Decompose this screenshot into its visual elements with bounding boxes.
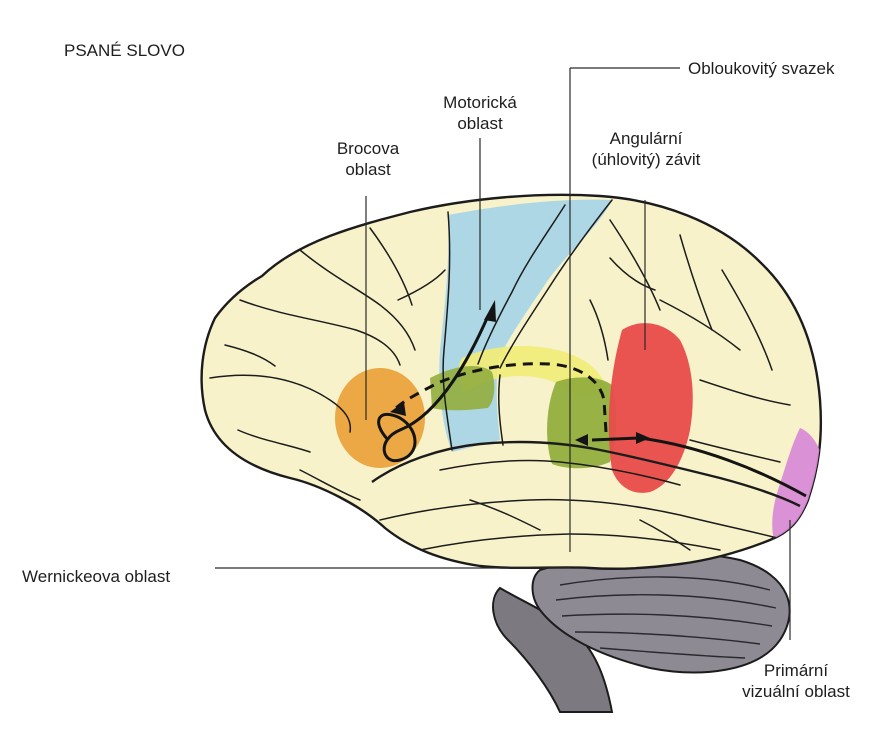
label-visual-area: Primární vizuální oblast bbox=[722, 660, 870, 702]
label-broca-area: Brocova oblast bbox=[318, 138, 418, 180]
label-motor-area: Motorická oblast bbox=[420, 92, 540, 134]
label-angular-line1: Angulární bbox=[578, 128, 714, 149]
angular-to-wernicke-arrow bbox=[592, 438, 640, 440]
label-wernicke-area: Wernickeova oblast bbox=[22, 566, 170, 587]
label-visual-line2: vizuální oblast bbox=[722, 681, 870, 702]
label-angular-line2: (úhlovitý) závit bbox=[578, 149, 714, 170]
label-arcuate-bundle: Obloukovitý svazek bbox=[688, 58, 834, 79]
label-visual-line1: Primární bbox=[722, 660, 870, 681]
label-motor-line2: oblast bbox=[420, 113, 540, 134]
label-broca-line1: Brocova bbox=[318, 138, 418, 159]
label-motor-line1: Motorická bbox=[420, 92, 540, 113]
label-broca-line2: oblast bbox=[318, 159, 418, 180]
diagram-title: PSANÉ SLOVO bbox=[64, 40, 185, 61]
label-angular-gyrus: Angulární (úhlovitý) závit bbox=[578, 128, 714, 170]
